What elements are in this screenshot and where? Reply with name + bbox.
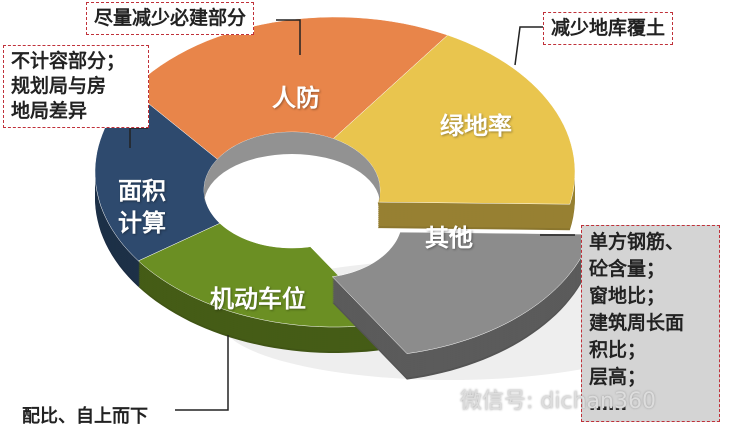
l1: 面积 [118, 177, 166, 205]
callout-mianji: 不计容部分； 规划局与房 地局差异 [3, 45, 149, 128]
callout-qita: 单方钢筋、 砼含量； 窗地比； 建筑周长面 积比； 层高； …… [581, 225, 720, 422]
line: 规划局与房 [11, 75, 107, 97]
leader-jidong [175, 335, 229, 411]
line: 砼含量； [589, 258, 666, 280]
segment-label-lvdi: 绿地率 [440, 112, 512, 140]
line: 积比； [589, 339, 647, 361]
line: 单方钢筋、 [589, 231, 685, 253]
line: 建筑周长面 [589, 312, 685, 334]
leader-renfang [276, 19, 301, 55]
line: 窗地比； [589, 285, 666, 307]
line: 不计容部分； [11, 50, 126, 72]
hole-inner-wall [204, 132, 380, 204]
line: …… [589, 393, 627, 415]
watermark: 微信号: dichan360 [460, 389, 656, 414]
segment-label-jidong: 机动车位 [210, 285, 306, 313]
leader-lvdi [514, 26, 543, 66]
line: 地局差异 [11, 100, 88, 122]
callout-lvdi: 减少地库覆土 [543, 12, 674, 45]
leader-mianji [129, 127, 148, 148]
callout-renfang: 尽量减少必建部分 [86, 2, 255, 35]
segment-label-mianji: 面积计算 [118, 175, 166, 239]
segment-label-renfang: 人防 [272, 84, 320, 112]
segment-其他 [331, 231, 593, 354]
l2: 计算 [118, 209, 166, 237]
segment-label-qita: 其他 [425, 224, 473, 252]
line: 层高； [589, 366, 647, 388]
callout-jidong: 配比、自上而下 [22, 406, 148, 427]
donut-hole [204, 132, 380, 248]
